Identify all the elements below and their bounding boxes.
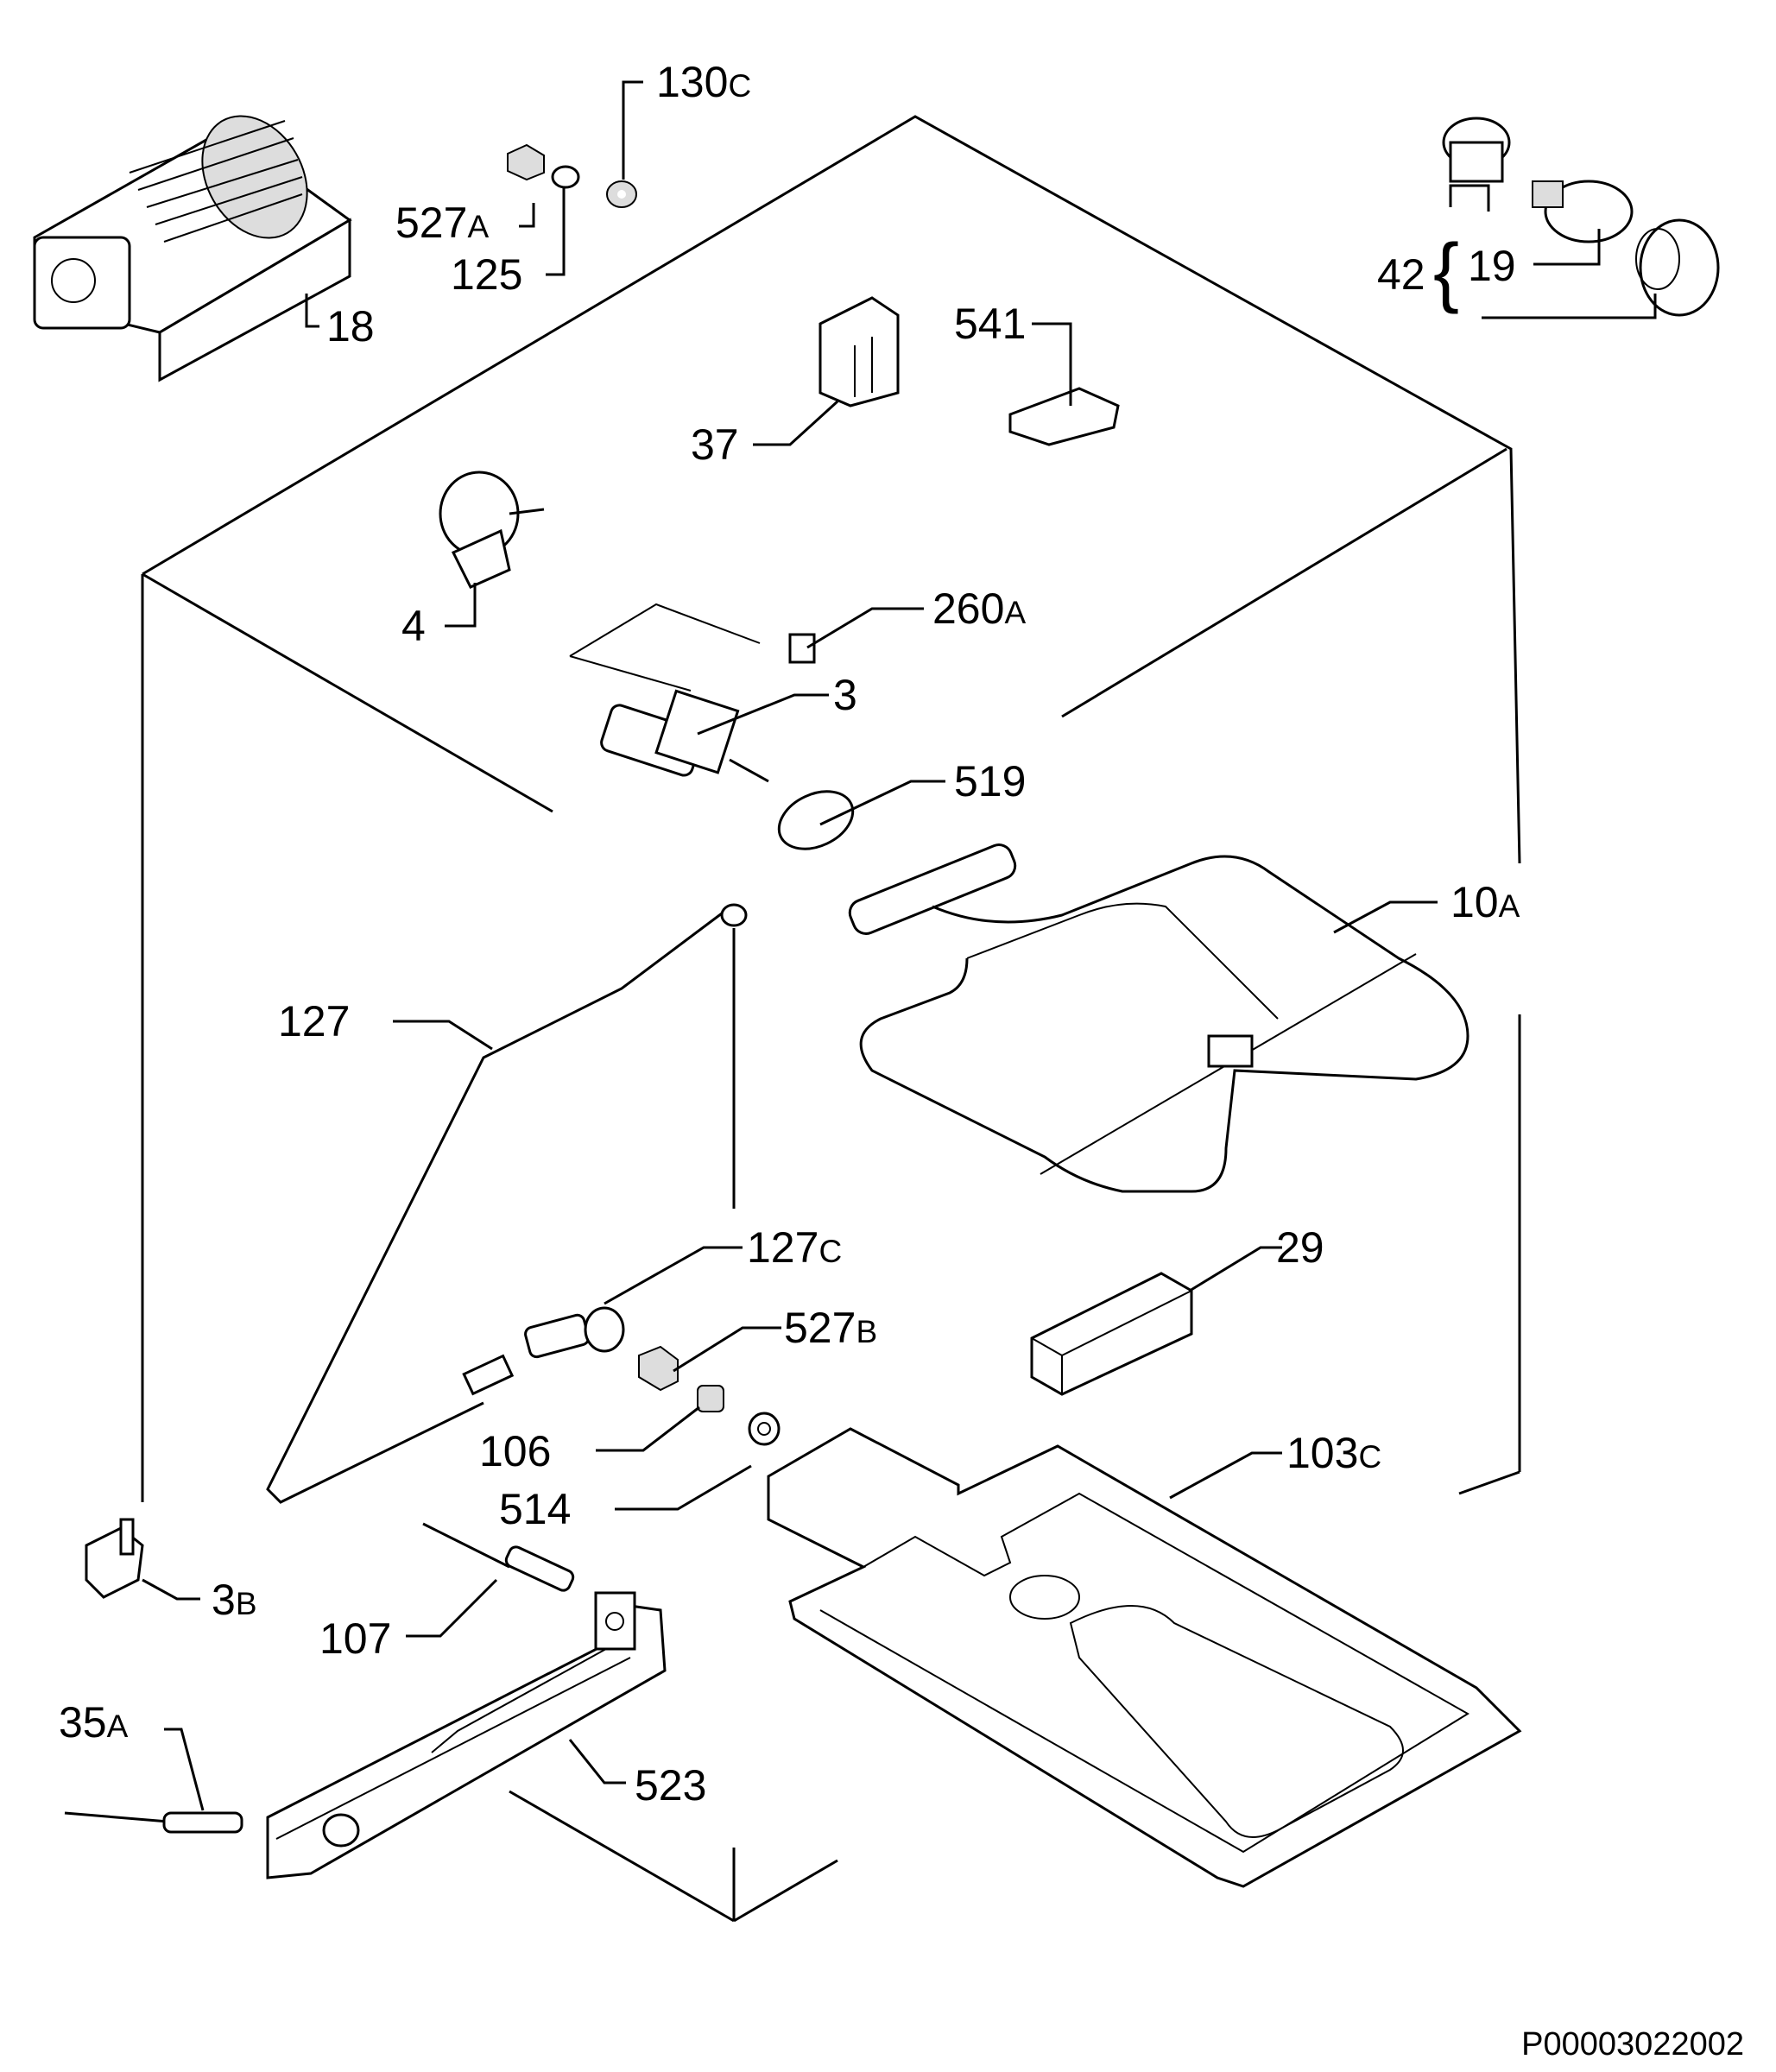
- label-527a: 527A: [395, 199, 489, 247]
- gas-valve-3: [600, 689, 769, 783]
- injector-union-127c: [524, 1306, 625, 1359]
- label-514: 514: [499, 1485, 571, 1533]
- lamp-bulb-19: [1532, 180, 1634, 243]
- label-35a: 35A: [59, 1698, 129, 1747]
- burner-523: [266, 1591, 667, 1879]
- labels: 18 527A 125 130C 42 { 19 541 37 4 260A 3…: [59, 58, 1520, 1810]
- label-10a: 10A: [1451, 878, 1520, 926]
- label-4: 4: [401, 602, 426, 650]
- grill-element-10a: [848, 843, 1469, 1193]
- label-260a: 260A: [932, 584, 1026, 633]
- label-19: 19: [1468, 242, 1516, 290]
- deflector-519: [777, 790, 855, 850]
- label-42: 42: [1377, 250, 1425, 299]
- label-18: 18: [326, 302, 375, 351]
- gas-pipe-127: [266, 903, 748, 1504]
- label-125: 125: [451, 250, 522, 299]
- label-519: 519: [954, 757, 1026, 805]
- label-541: 541: [954, 300, 1026, 348]
- label-127c: 127C: [747, 1223, 842, 1272]
- nut-527a: [507, 143, 545, 181]
- electrode-35a: [64, 1811, 243, 1834]
- lamp-cover: [1635, 218, 1720, 317]
- thermocouple-107: [422, 1522, 575, 1592]
- label-29: 29: [1276, 1223, 1324, 1272]
- fan-motor-assembly: [33, 115, 352, 382]
- lamp-holder: [1442, 117, 1511, 183]
- label-106: 106: [479, 1427, 551, 1475]
- brace-42: {: [1433, 229, 1459, 315]
- bracket-3b: [85, 1518, 144, 1599]
- nut-527b: [638, 1345, 679, 1392]
- label-103c: 103C: [1286, 1429, 1381, 1477]
- washer-130c: [606, 180, 637, 208]
- motor-4: [439, 471, 545, 589]
- label-523: 523: [635, 1761, 706, 1810]
- label-3: 3: [833, 671, 857, 719]
- ignition-generator-29: [1030, 1272, 1193, 1396]
- drawing-code: P00003022002: [1521, 2026, 1744, 2063]
- terminal-block-541: [1008, 387, 1120, 446]
- wire-clip-260a: [569, 603, 816, 692]
- label-130c: 130C: [656, 58, 751, 106]
- label-527b: 527B: [784, 1304, 877, 1352]
- cabinet-outline: [141, 115, 1521, 1923]
- leader-lines: [142, 80, 1657, 1811]
- label-107: 107: [319, 1614, 391, 1663]
- injector-106: [697, 1385, 724, 1412]
- ring-514: [748, 1412, 781, 1446]
- thermostat-37: [818, 296, 900, 407]
- label-127: 127: [278, 997, 350, 1045]
- burner-plate-103c: [767, 1427, 1522, 1888]
- label-37: 37: [691, 420, 739, 469]
- bush-125: [551, 165, 580, 189]
- label-3b: 3B: [212, 1576, 257, 1624]
